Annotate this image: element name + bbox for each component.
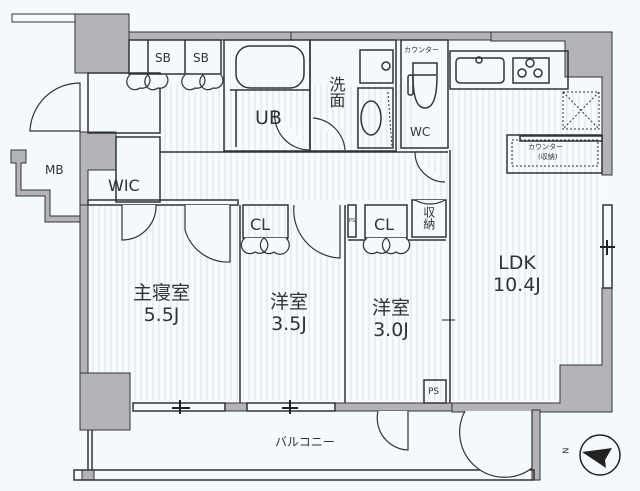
compass-north-label: N — [560, 447, 570, 454]
master-bedroom-name: 主寝室 — [133, 282, 191, 304]
kitchen-counter-note: (収納) — [538, 153, 558, 161]
meter-box-label: MB — [45, 163, 64, 177]
western-room-1-name: 洋室 — [270, 291, 309, 313]
shoe-box-1-label: SB — [155, 51, 171, 65]
toilet-counter-label: カウンター — [404, 46, 439, 54]
window-markers — [172, 240, 615, 414]
entrance-canopy — [11, 13, 76, 23]
partitions — [73, 39, 613, 481]
closet-1-label: CL — [250, 215, 271, 234]
closet-2-label: CL — [374, 215, 395, 234]
shoe-box-2-label: SB — [193, 51, 209, 65]
western-room-2-size: 3.0J — [373, 318, 409, 341]
toilet-label: WC — [410, 125, 431, 139]
washroom-label: 洗面 — [326, 76, 346, 108]
ldk-label: LDK 10.4J — [493, 252, 541, 297]
structural-walls — [10, 13, 613, 481]
unit-bath-label: UB — [255, 107, 282, 129]
pipe-space-small-label: PS — [349, 218, 356, 224]
master-bedroom-size: 5.5J — [143, 303, 180, 326]
walk-in-closet-label: WIC — [108, 176, 140, 195]
pipe-space-ldk-label: PS — [428, 387, 440, 397]
door-swings — [29, 74, 533, 478]
western-room-2-label: 洋室 3.0J — [372, 297, 411, 342]
ldk-name: LDK — [498, 252, 536, 274]
storage-label: 収納 — [421, 206, 436, 230]
ldk-size: 10.4J — [493, 273, 541, 296]
master-bedroom-label: 主寝室 5.5J — [133, 282, 191, 327]
balcony-label: バルコニー — [275, 435, 335, 449]
western-room-2-name: 洋室 — [372, 297, 411, 319]
western-room-1-size: 3.5J — [271, 312, 307, 335]
dashed-fixtures — [387, 91, 600, 167]
kitchen-counter-label: カウンター — [528, 143, 563, 151]
western-room-1-label: 洋室 3.5J — [270, 291, 309, 336]
north-arrow-icon — [579, 434, 621, 476]
